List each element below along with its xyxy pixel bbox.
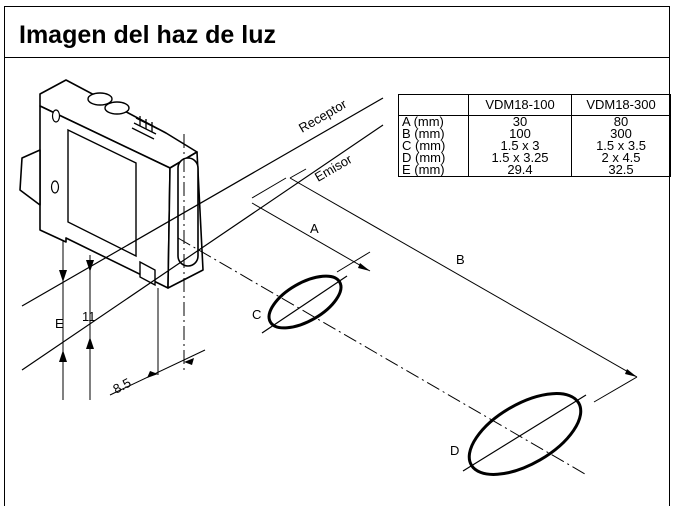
arrow-head <box>59 270 67 282</box>
mounting-hole <box>50 180 60 194</box>
specs-row-label: B (mm) <box>398 127 469 140</box>
receiver-beam-line <box>21 97 384 307</box>
dimension-line-8-5 <box>109 349 206 396</box>
sensor-front-window <box>67 128 137 258</box>
dimension-label-a: A <box>310 221 319 236</box>
led-indicator <box>104 101 130 115</box>
specs-row: B (mm) 100 300 <box>398 127 671 140</box>
led-indicator <box>87 92 113 106</box>
arrow-head <box>625 369 637 377</box>
dimension-label-e: E <box>55 316 64 331</box>
sensor-connector <box>19 149 41 206</box>
dimension-label-11: 11 <box>82 309 96 324</box>
specs-cell: 300 <box>571 127 671 140</box>
receiver-label: Receptor <box>296 96 350 136</box>
extension-line <box>336 251 371 273</box>
sensor-lens-slot <box>177 157 199 267</box>
spot-c-axis <box>261 275 348 334</box>
optical-axis <box>177 237 586 475</box>
arrow-head <box>147 371 158 378</box>
specs-row: A (mm) 30 80 <box>398 115 671 128</box>
arrow-head <box>184 358 194 365</box>
figure-header: Imagen del haz de luz <box>5 7 669 58</box>
specs-header-cell: VDM18-100 <box>468 94 572 116</box>
spot-d-axis <box>462 394 587 472</box>
spot-ellipse-c <box>267 274 343 330</box>
arrow-head <box>59 350 67 362</box>
specs-row-label: D (mm) <box>398 151 469 164</box>
dimension-label-b: B <box>456 252 465 267</box>
extension-line <box>593 376 638 403</box>
specs-cell: 2 x 4.5 <box>571 151 671 164</box>
arrow-head <box>86 260 94 272</box>
specs-row: E (mm) 29.4 32.5 <box>398 163 671 177</box>
specs-header-cell <box>398 94 469 116</box>
dimension-label-8-5: 8.5 <box>110 375 133 397</box>
arrow-head <box>358 263 370 271</box>
specs-header-cell: VDM18-300 <box>571 94 671 116</box>
extension-line <box>251 177 287 199</box>
adjust-grill <box>131 116 159 140</box>
dimension-line-b <box>289 177 638 378</box>
dimension-label-d: D <box>450 443 459 458</box>
spot-ellipse-d <box>467 392 583 476</box>
specs-cell: 1.5 x 3 <box>468 139 572 152</box>
specs-row-label: C (mm) <box>398 139 469 152</box>
dimension-line-a <box>251 202 371 272</box>
specs-row: C (mm) 1.5 x 3 1.5 x 3.5 <box>398 139 671 152</box>
specs-row: D (mm) 1.5 x 3.25 2 x 4.5 <box>398 151 671 164</box>
specs-table: VDM18-100 VDM18-300 A (mm) 30 80 B (mm) … <box>398 94 671 177</box>
specs-header-row: VDM18-100 VDM18-300 <box>398 94 671 116</box>
figure-frame: Imagen del haz de luz <box>4 6 670 506</box>
dimension-label-c: C <box>252 307 261 322</box>
specs-cell: 1.5 x 3.5 <box>571 139 671 152</box>
emitter-label: Emisor <box>312 151 355 185</box>
specs-cell: 80 <box>571 115 671 128</box>
emitter-beam-line <box>21 124 384 371</box>
page-title: Imagen del haz de luz <box>19 21 276 49</box>
specs-row-label: A (mm) <box>398 115 469 128</box>
specs-cell: 32.5 <box>571 163 671 177</box>
extension-line <box>289 168 307 179</box>
sensor-side-slot <box>139 260 156 287</box>
mounting-hole <box>51 109 61 123</box>
arrow-head <box>86 337 94 349</box>
specs-cell: 29.4 <box>468 163 572 177</box>
specs-row-label: E (mm) <box>398 163 469 177</box>
